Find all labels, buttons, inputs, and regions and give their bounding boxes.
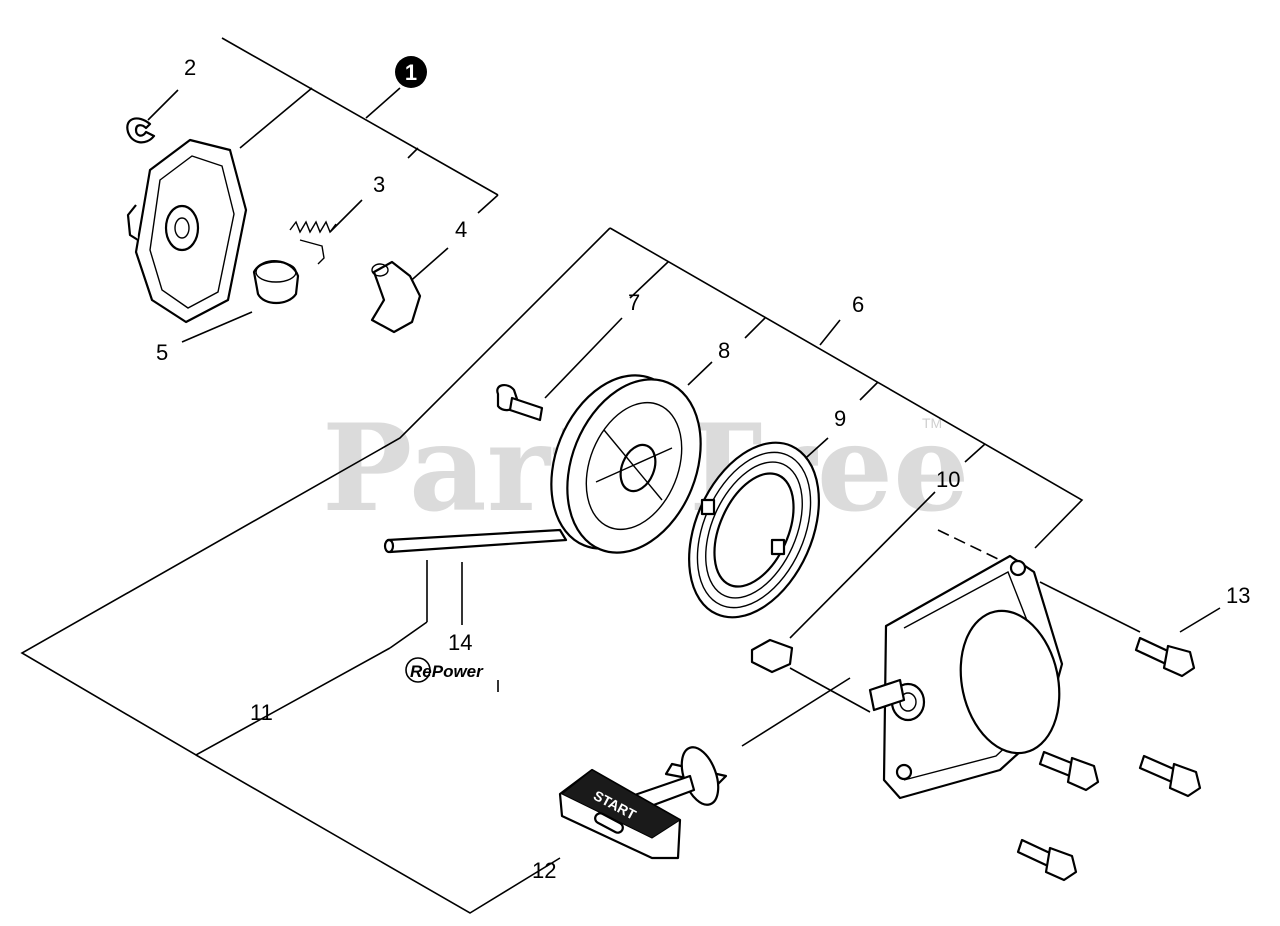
bolt-part-13: [1134, 636, 1196, 678]
spring-part: [289, 220, 337, 265]
rope-reel-part: [550, 374, 702, 554]
starter-handle-part: START: [558, 746, 728, 860]
callout-14: 14: [448, 630, 472, 655]
e-clip-part: [126, 117, 156, 144]
bushing-part: [252, 260, 300, 305]
callout-4: 4: [455, 217, 467, 242]
recoil-spring-part: [688, 441, 820, 619]
bolt-housing-a: [1038, 750, 1100, 792]
bolt-part-7: [496, 384, 544, 422]
pulley-cover-part: [126, 138, 248, 324]
ratchet-pawl-part: [370, 260, 422, 334]
callout-1: 1: [405, 60, 417, 85]
callout-7: 7: [628, 290, 640, 315]
watermark-tm: TM: [922, 415, 942, 431]
callout-12: 12: [532, 858, 556, 883]
bolt-housing-b: [1138, 754, 1202, 798]
callout-2: 2: [184, 55, 196, 80]
spacer-block-part: [750, 638, 794, 674]
callout-1-badge: [395, 56, 427, 88]
recoil-housing-part: [868, 554, 1064, 800]
callout-9: 9: [834, 406, 846, 431]
group-6-bracket: [20, 227, 1084, 914]
callout-6: 6: [852, 292, 864, 317]
leader-lines: [147, 89, 1221, 747]
callout-8: 8: [718, 338, 730, 363]
repower-logo: RePower: [405, 657, 499, 692]
callout-5: 5: [156, 340, 168, 365]
group-1-bracket: [221, 37, 499, 214]
callout-10: 10: [936, 467, 960, 492]
callout-11: 11: [250, 700, 273, 725]
starter-rope-part: [383, 528, 568, 554]
callout-13: 13: [1226, 583, 1250, 608]
callout-3: 3: [373, 172, 385, 197]
bolt-housing-c: [1016, 838, 1078, 882]
repower-logo-text: RePower: [410, 662, 484, 681]
